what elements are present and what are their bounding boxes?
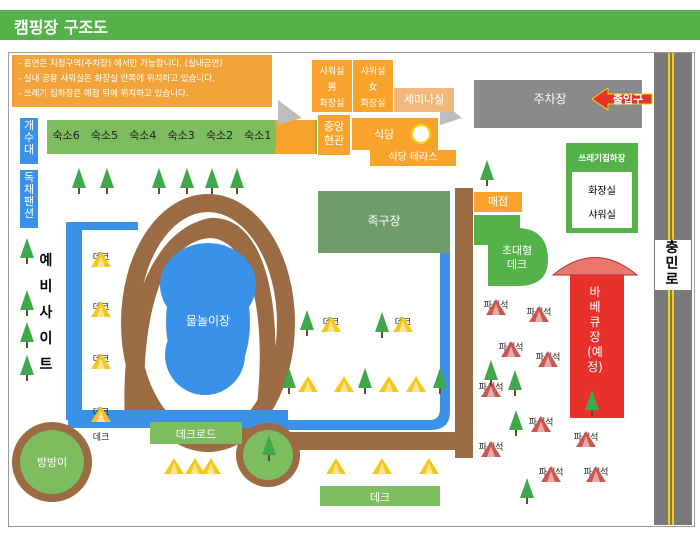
- bottom-deck: [320, 486, 440, 506]
- bbq-area: [570, 268, 624, 418]
- page-title: 캠핑장 구조도: [14, 18, 108, 37]
- reserve-site[interactable]: 예비사이트: [39, 253, 53, 373]
- stone-site-3[interactable]: 파쇄석: [536, 350, 563, 367]
- bangbangi-label[interactable]: 방방이: [36, 456, 68, 469]
- shower-label[interactable]: 샤워실: [588, 210, 616, 221]
- stone-site-2[interactable]: 파쇄석: [499, 340, 526, 357]
- stone-site-4[interactable]: 파쇄석: [479, 380, 506, 397]
- lodge-3[interactable]: 숙소3: [162, 126, 200, 148]
- deck-mid-1[interactable]: 데크: [392, 315, 418, 332]
- stone-site-5[interactable]: 파쇄석: [529, 415, 556, 432]
- entrance-arrow: [591, 87, 653, 111]
- large-deck: [474, 215, 548, 286]
- loop-path: [124, 217, 276, 420]
- title-bar: [0, 10, 700, 40]
- stone-site-8[interactable]: 파쇄석: [539, 465, 566, 482]
- large-deck-label[interactable]: 초대형 데크: [501, 244, 533, 271]
- deck-left-0[interactable]: 데크: [90, 250, 116, 267]
- store[interactable]: 매점: [474, 192, 522, 212]
- note-3: - 쓰레기 집하장은 매점 뒤에 위치하고 있습니다.: [18, 89, 189, 99]
- restaurant-label: 식당: [374, 128, 395, 141]
- deck-left-extra-label: 데크: [92, 433, 110, 443]
- deck-left-2[interactable]: 데크: [90, 352, 116, 369]
- lodge-list: 숙소6 숙소5 숙소4 숙소3 숙소2 숙소1: [47, 120, 277, 154]
- shower-male[interactable]: 샤워실 男 화장실: [312, 60, 352, 112]
- lodge-2[interactable]: 숙소2: [201, 126, 238, 148]
- road-label: 충민로: [665, 240, 679, 288]
- seminar-room[interactable]: 세미나실: [394, 88, 454, 112]
- toilet-label[interactable]: 화장실: [588, 186, 616, 197]
- deck-road-label[interactable]: 데크로드: [175, 428, 217, 441]
- pool-label[interactable]: 물놀이장: [185, 314, 231, 328]
- entrance-label: 출입구: [612, 93, 644, 106]
- note-1: - 흡연은 지정구역(주차장) 에서만 가능합니다. (실내금연): [18, 59, 223, 69]
- restaurant-icon: [411, 124, 431, 144]
- notes-box: - 흡연은 지정구역(주차장) 에서만 가능합니다. (실내금연) - 실내 공…: [12, 55, 272, 107]
- footvolley-court: [318, 191, 450, 253]
- deck-left-extra[interactable]: 데크: [90, 430, 116, 443]
- parking-label: 주차장: [533, 92, 567, 106]
- path-right: [455, 188, 473, 458]
- stone-site-1[interactable]: 파쇄석: [527, 305, 554, 322]
- pension[interactable]: 독채팬션: [20, 170, 38, 228]
- stone-site-9[interactable]: 파쇄석: [584, 465, 611, 482]
- stone-site-0[interactable]: 파쇄석: [484, 298, 511, 315]
- deck-left-3[interactable]: 데크: [90, 405, 116, 422]
- garbage-label: 쓰레기집하장: [578, 154, 626, 164]
- restaurant-terrace[interactable]: 식당 테라스: [370, 150, 456, 166]
- deck-mid-0[interactable]: 데크: [320, 315, 346, 332]
- stone-site-7[interactable]: 파쇄석: [479, 440, 506, 457]
- lodge-6[interactable]: 숙소6: [48, 126, 85, 148]
- bottom-deck-label[interactable]: 데크: [369, 491, 391, 504]
- footvolley-label[interactable]: 족구장: [367, 214, 401, 228]
- deck-left-1[interactable]: 데크: [90, 300, 116, 317]
- bbq-label[interactable]: 바베큐장(예정): [587, 285, 603, 374]
- central-entrance[interactable]: 중앙 현관: [323, 120, 345, 147]
- note-2: - 실내 공용 샤워실은 화장실 안쪽에 위치하고 있습니다.: [18, 74, 215, 84]
- water-dispenser[interactable]: 개수대: [20, 118, 38, 164]
- stone-site-6[interactable]: 파쇄석: [574, 430, 601, 447]
- deck-road: [150, 422, 242, 444]
- lodge-5[interactable]: 숙소5: [86, 126, 123, 148]
- lodge-4[interactable]: 숙소4: [124, 126, 161, 148]
- shower-female[interactable]: 샤워실 女 화장실: [353, 60, 393, 112]
- lodge-1[interactable]: 숙소1: [239, 126, 276, 148]
